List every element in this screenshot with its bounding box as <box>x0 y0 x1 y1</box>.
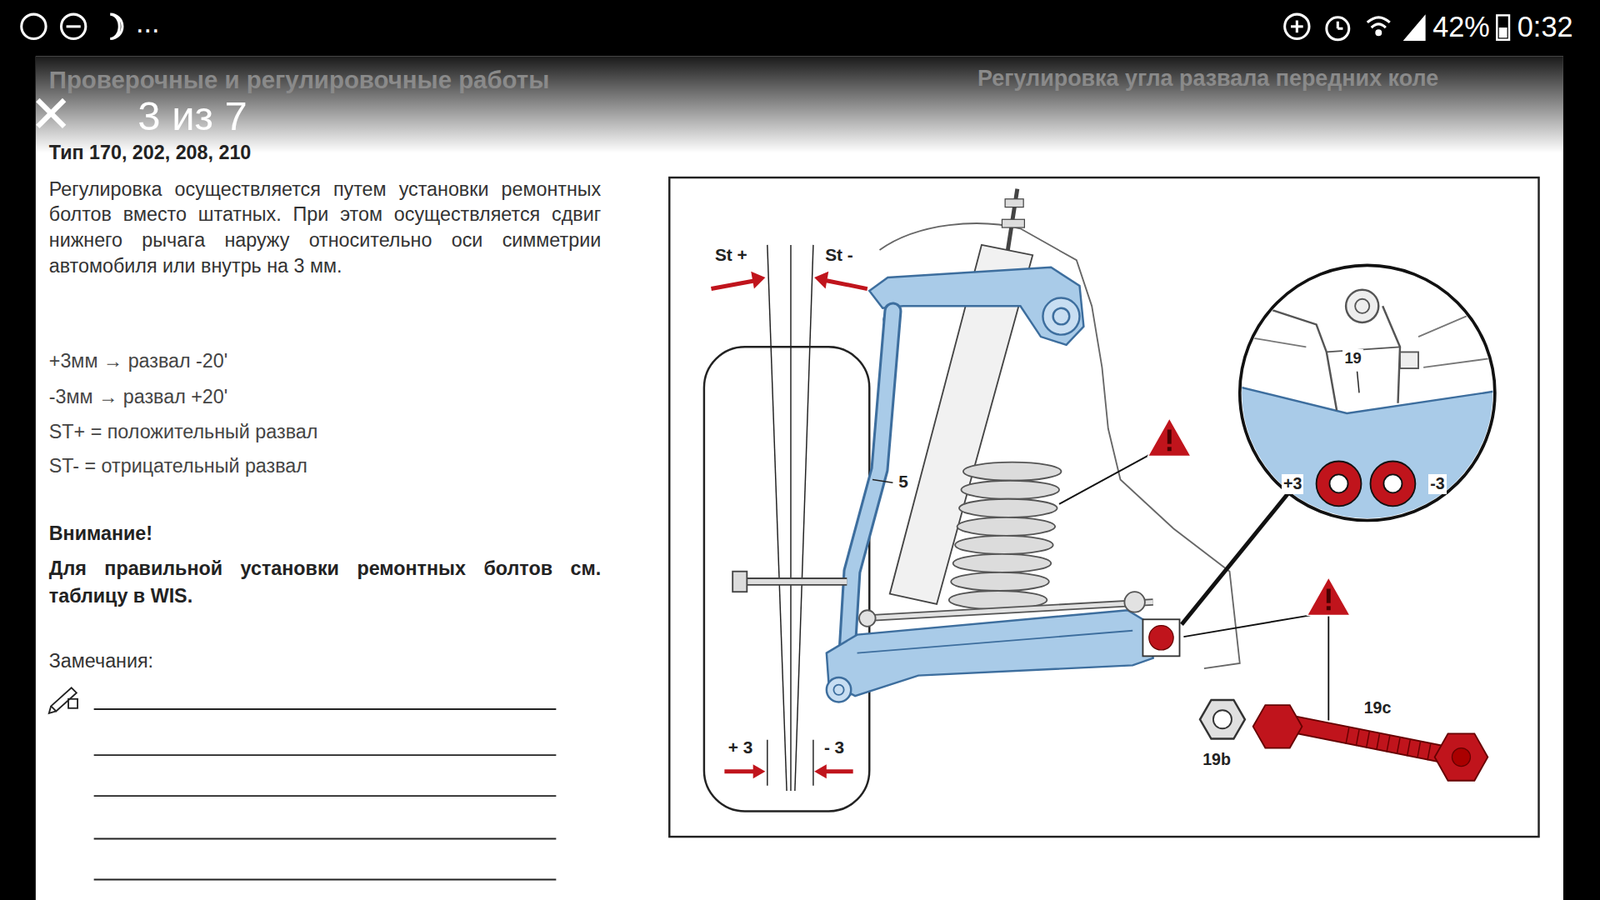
warning-heading: Внимание! <box>49 522 153 546</box>
leader-line <box>872 480 893 484</box>
lower-arm <box>826 610 1154 702</box>
close-icon <box>37 100 65 127</box>
camber-lines <box>767 245 814 791</box>
notes-heading: Замечания: <box>49 650 154 674</box>
inset-leader <box>1181 494 1288 625</box>
shift-label: - 3 <box>822 737 846 759</box>
warning-symbol <box>1059 418 1191 505</box>
bolt-marker-dot <box>1149 625 1174 650</box>
status-more: ... <box>135 5 160 40</box>
warning-text: Для правильной установки ремонтных болто… <box>49 555 601 610</box>
tie-rod <box>859 591 1154 627</box>
bolt-marker <box>1142 619 1180 656</box>
callout-number: 19 <box>1342 349 1363 368</box>
rule-line: -3мм → развал +20' <box>49 385 228 410</box>
warning-symbol <box>1183 577 1350 720</box>
spindle <box>732 571 847 592</box>
callout-number: 19c <box>1362 698 1394 719</box>
page-header: Проверочные и регулировочные работы <box>49 65 550 95</box>
rule-line: ST+ = положительный развал <box>49 420 319 445</box>
adjust-rings <box>1316 460 1416 506</box>
callout-number: 5 <box>896 471 910 493</box>
viewer-shade <box>35 55 1564 153</box>
figure-frame <box>669 177 1539 837</box>
wheel-outline <box>704 346 870 811</box>
clock-time: 0:32 <box>1517 10 1574 45</box>
battery-icon <box>1496 15 1510 40</box>
shift-label: +3 <box>1281 474 1304 495</box>
upper-arm <box>869 267 1084 345</box>
callout-number: 19b <box>1200 750 1233 770</box>
direction-arrows <box>710 271 867 780</box>
body-paragraph: Регулировка осуществляется путем установ… <box>49 176 601 279</box>
page <box>35 55 1564 900</box>
camber-label: St + <box>713 245 750 266</box>
section-header: Регулировка угла развала передних коле <box>977 65 1439 92</box>
inset-detail <box>1235 265 1505 535</box>
note-lines <box>94 709 557 880</box>
page-counter: 3 из 7 <box>137 91 248 141</box>
signal-icon <box>1403 14 1426 41</box>
nut <box>1200 700 1245 740</box>
rule-line: ST- = отрицательный развал <box>49 455 308 479</box>
shift-label: + 3 <box>726 737 755 759</box>
rule-line: +3мм → развал -20' <box>49 350 228 374</box>
pencil-icon <box>49 687 78 714</box>
shift-label: -3 <box>1428 474 1446 495</box>
status-icons <box>21 14 1390 40</box>
type-line: Тип 170, 202, 208, 210 <box>49 141 252 165</box>
camber-label: St - <box>823 245 855 266</box>
coil-spring <box>949 462 1062 610</box>
battery-level <box>1499 27 1508 38</box>
battery-percent: 42% <box>1432 10 1490 45</box>
